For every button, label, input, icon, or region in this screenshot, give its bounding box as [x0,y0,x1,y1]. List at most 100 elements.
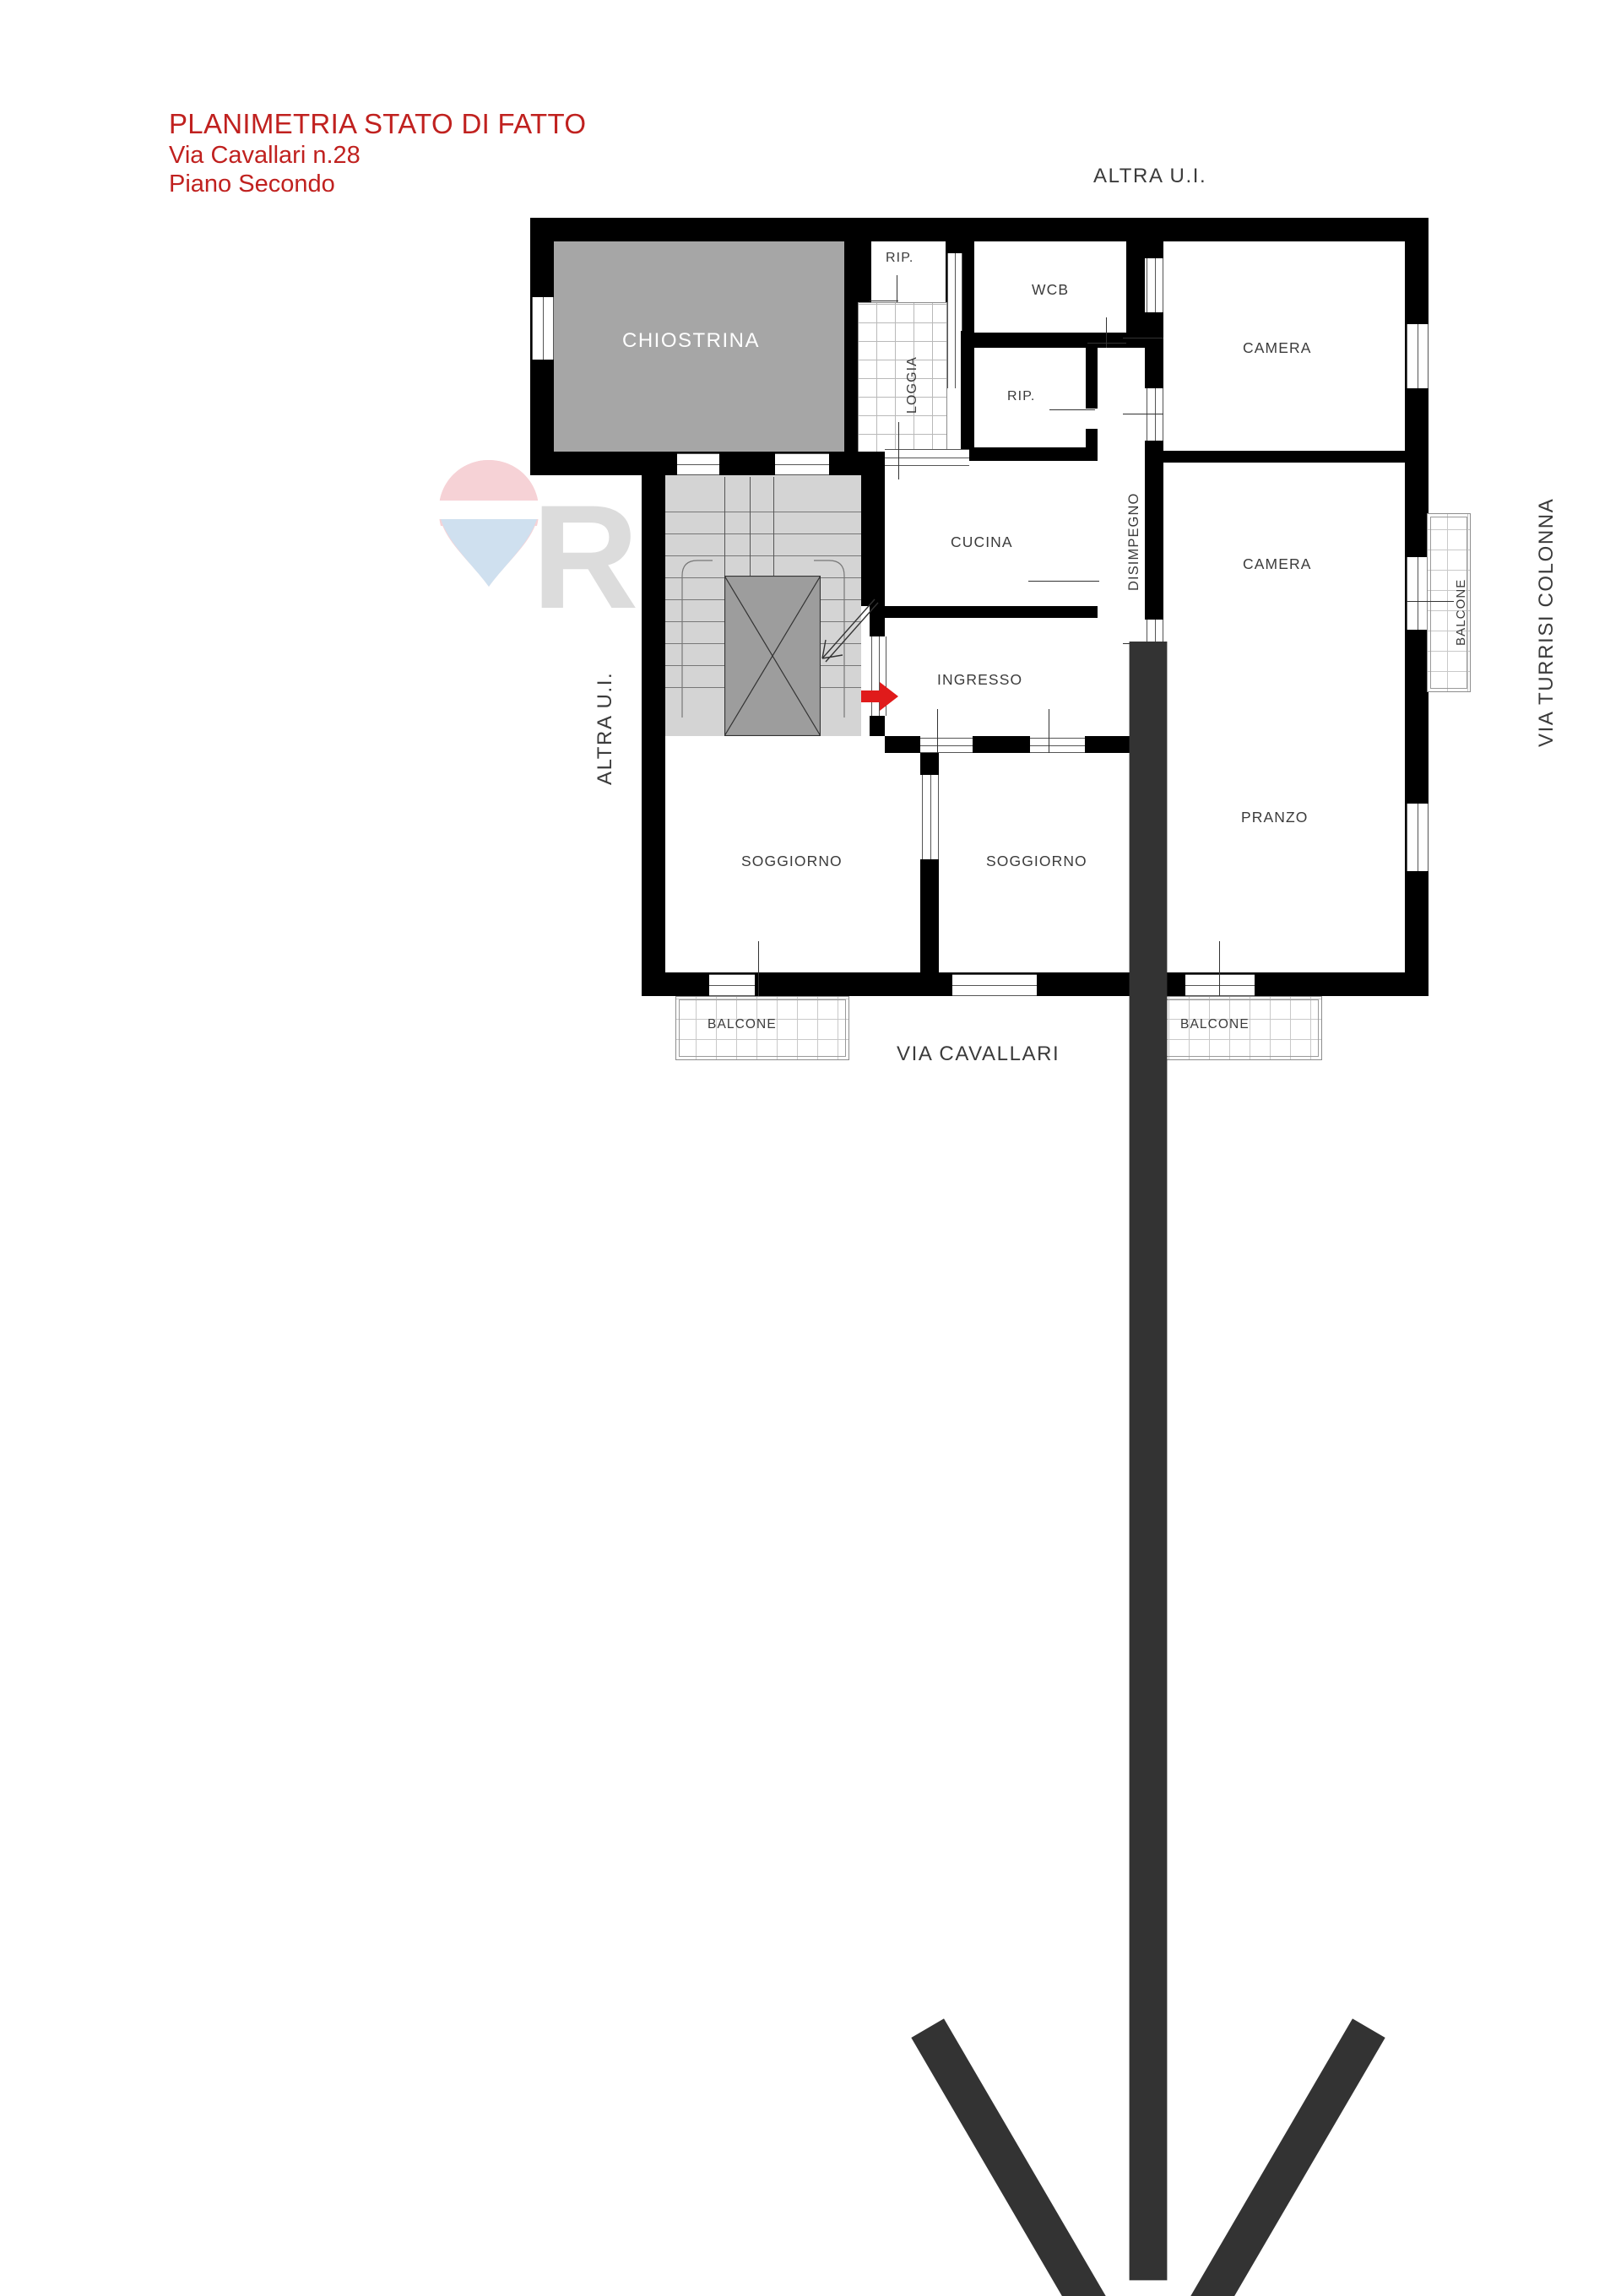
stair-rail [724,477,725,583]
room-rip-mid [974,348,1086,447]
balcony-east-tick [1407,601,1454,602]
window-wcb-loggia [947,253,962,331]
wall-chiostrina-right [844,241,858,452]
room-loggia [858,302,947,453]
wall-outer-top [530,218,1429,241]
room-label-loggia: LOGGIA [905,356,919,414]
room-label-wcb: WCB [1032,281,1070,298]
door-tick-cucina-h [1028,581,1099,582]
window-south-3 [1185,974,1255,996]
label-via-cavallari: VIA CAVALLARI [897,1042,1060,1065]
label-via-turrisi-colonna: VIA TURRISI COLONNA [1535,497,1558,747]
room-rip-top [871,241,946,302]
window-camera1-east [1407,324,1429,388]
room-label-disimpegno: DISIMPEGNO [1126,492,1141,591]
room-soggiorno-2 [939,753,1147,972]
wall-cucina-bottom [885,606,1098,618]
room-label-camera-2: CAMERA [1243,555,1312,572]
wall-rip-mid-right [1086,348,1098,409]
balcony-right [1148,996,1322,1060]
stair-tread [665,665,861,666]
label-altra-ui-left: ALTRA U.I. [594,671,616,785]
room-label-camera-1: CAMERA [1243,339,1312,356]
wall-disimpegno-right-d [1145,667,1163,738]
floorplan-canvas: PLANIMETRIA STATO DI FATTO Via Cavallari… [169,108,1558,2296]
window-south-1 [709,974,755,996]
wall-mid-horizontal-b [973,736,1030,753]
balcony-left-inner [679,999,846,1057]
room-soggiorno-1 [665,753,920,972]
balcony-left [675,996,849,1060]
balcony-east [1427,513,1471,692]
door-tick-mid-1 [937,709,938,780]
room-camera-1 [1163,241,1405,451]
window-stair-1 [677,453,719,475]
wall-between-cameras [1163,451,1405,463]
window-disimpegno-cam2 [1147,388,1163,441]
wall-wcb-left [961,241,974,333]
title-block: PLANIMETRIA STATO DI FATTO Via Cavallari… [169,108,586,198]
remax-balloon-logo [439,460,539,587]
wall-rip-mid-left [961,348,974,461]
plan-address: Via Cavallari n.28 [169,141,361,169]
room-label-cucina: CUCINA [951,533,1013,550]
room-camera-2 [1163,463,1405,658]
room-label-rip-top: RIP. [886,251,914,265]
stair-tread [665,555,861,556]
wall-pranzo-left-a [1147,736,1165,753]
wall-stair-top-a [642,452,677,475]
wall-disimpegno-right-a [1145,241,1163,258]
stair-tread [665,599,861,600]
door-tick-cucina-v [898,422,899,479]
window-mid-1 [920,738,973,753]
window-cucina-loggia [885,449,969,466]
window-mid-2 [1030,738,1085,753]
stair-tread [665,687,861,688]
room-label-soggiorno-1: SOGGIORNO [741,853,843,869]
wall-soggiorno2-pranzo-a [1147,753,1165,898]
stair-tread [665,533,861,534]
stairwell [665,475,861,736]
wall-stair-top-c [829,452,885,475]
wall-disimpegno-right-c [1145,441,1163,620]
room-cucina [885,461,1098,606]
balcony-left-label: BALCONE [707,1017,777,1032]
room-label-pranzo: PRANZO [1241,809,1309,826]
balcony-east-inner [1430,517,1467,689]
door-tick-south-2 [1219,941,1220,1022]
balcony-right-label: BALCONE [1180,1017,1250,1032]
window-soggiorno2-pranzo [1148,878,1165,903]
wall-rip-mid-bottom [961,447,1098,461]
window-stair-2 [775,453,829,475]
stair-tread [665,577,861,578]
window-between-soggiorni [922,775,939,859]
wall-disimpegno-right-b [1145,312,1163,388]
room-label-chiostrina: CHIOSTRINA [622,329,761,352]
window-courtyard-left [532,297,554,360]
wall-between-soggiorni-b [920,859,939,972]
door-tick-rip-mid [1049,409,1095,410]
room-wcb [974,241,1126,348]
wall-wcb-bottom [961,333,1126,348]
wall-stair-top-b [719,452,775,475]
balcony-east-label: BALCONE [1454,578,1468,646]
stair-rail [773,477,774,583]
door-tick-south-1 [758,941,759,1022]
wall-outer-left-lower [642,736,665,996]
plan-title: PLANIMETRIA STATO DI FATTO [169,108,587,139]
entrance-arrow [856,682,898,711]
stair-tread [665,621,861,622]
window-disimpegno-cam1 [1147,258,1163,312]
wall-stair-left [642,466,665,745]
wall-ingresso-left-b [870,716,885,736]
wall-ingresso-left-a [870,606,885,636]
wall-wcb-right [1126,241,1145,348]
wall-soggiorno2-pranzo-b [1147,898,1165,972]
room-ingresso [885,618,1098,736]
stair-rail [750,477,751,583]
room-pranzo [1163,658,1405,972]
wall-mid-horizontal-a [885,736,920,753]
window-camera2-east [1407,557,1429,630]
door-tick-wcb-h [1087,343,1126,344]
window-pranzo-east [1407,804,1429,871]
